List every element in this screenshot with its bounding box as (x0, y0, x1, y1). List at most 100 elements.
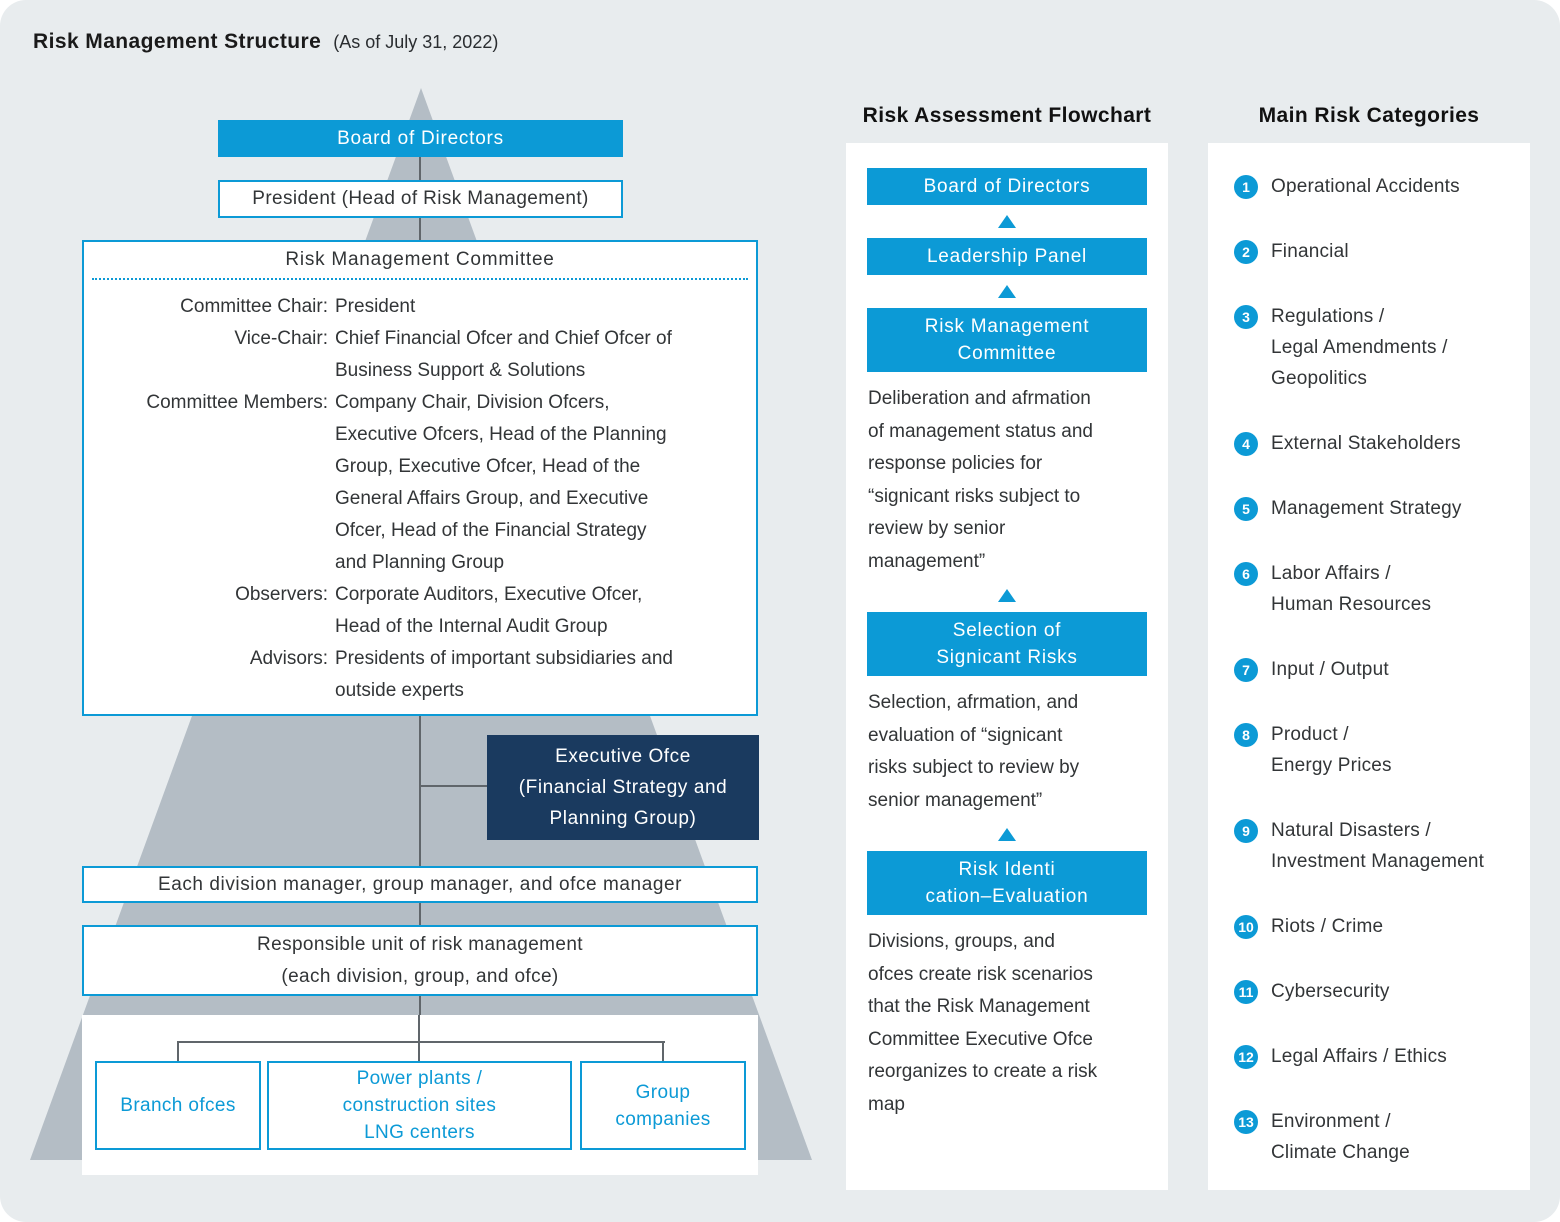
risk-category-label: Riots / Crime (1271, 916, 1384, 937)
board-of-directors-box: Board of Directors (218, 120, 623, 157)
risk-categories-heading: Main Risk Categories (1258, 104, 1480, 127)
connector-line (419, 157, 421, 181)
field-units-panel: Branch ofces Power plants / construction… (82, 1015, 758, 1175)
power-plants-label: Power plants / construction sites LNG ce… (342, 1068, 497, 1143)
risk-category-item: 1 Operational Accidents (1234, 171, 1512, 202)
branch-offices-box: Branch ofces (95, 1061, 261, 1150)
connector-line (419, 715, 421, 867)
risk-category-item: 11 Cybersecurity (1234, 976, 1512, 1007)
risk-category-item: 3 Regulations / Legal Amendments / Geopo… (1234, 301, 1512, 394)
executive-office-box: Executive Ofce (Financial Strategy and P… (487, 735, 759, 840)
flowchart-heading: Risk Assessment Flowchart (862, 104, 1152, 127)
risk-category-label: Management Strategy (1271, 498, 1462, 519)
page-title: Risk Management Structure (33, 30, 322, 53)
power-plants-box: Power plants / construction sites LNG ce… (267, 1061, 572, 1150)
flowchart-step-description: Deliberation and afrmation of management… (868, 388, 1093, 572)
division-managers-label: Each division manager, group manager, an… (157, 873, 683, 895)
arrow-row (867, 215, 1147, 228)
committee-body: Committee Chair: President Vice-Chair: C… (84, 280, 756, 707)
group-companies-box: Group companies (580, 1061, 746, 1150)
risk-category-label: Environment / Climate Change (1271, 1111, 1410, 1163)
risk-category-label: Natural Disasters / Investment Managemen… (1271, 820, 1485, 872)
arrow-row (867, 828, 1147, 841)
connector-line (419, 995, 421, 1016)
committee-row: Advisors: Presidents of important subsid… (90, 643, 746, 707)
up-arrow-icon (998, 589, 1016, 602)
risk-category-label: Regulations / Legal Amendments / Geopoli… (1271, 306, 1448, 389)
risk-category-label: Cybersecurity (1271, 981, 1390, 1002)
committee-row-label: Advisors: (249, 648, 328, 669)
president-box: President (Head of Risk Management) (218, 180, 623, 218)
risk-category-label: Financial (1271, 241, 1349, 262)
connector-line (177, 1041, 179, 1061)
risk-category-number-badge: 6 (1234, 562, 1258, 586)
flowchart-step-box: Risk Management Committee (867, 308, 1147, 372)
committee-row-value: Corporate Auditors, Executive Ofcer, Hea… (335, 584, 643, 637)
risk-category-label: Legal Affairs / Ethics (1271, 1046, 1447, 1067)
risk-category-number-badge: 1 (1234, 175, 1258, 199)
risk-categories-panel: 1 Operational Accidents 2 Financial 3 Re… (1208, 143, 1530, 1190)
committee-row-value: President (335, 296, 416, 317)
risk-category-item: 7 Input / Output (1234, 654, 1512, 685)
up-arrow-icon (998, 215, 1016, 228)
responsible-unit-label: Responsible unit of risk management (eac… (257, 933, 583, 987)
risk-category-label: Labor Affairs / Human Resources (1271, 563, 1432, 615)
risk-category-number-badge: 13 (1234, 1110, 1258, 1134)
risk-category-number-badge: 5 (1234, 497, 1258, 521)
arrow-row (867, 285, 1147, 298)
up-arrow-icon (998, 285, 1016, 298)
committee-row-label: Committee Members: (146, 392, 328, 413)
flowchart-step-description: Selection, afrmation, and evaluation of … (868, 692, 1080, 811)
risk-category-number-badge: 4 (1234, 432, 1258, 456)
committee-row-label: Observers: (235, 584, 328, 605)
committee-row: Committee Members: Company Chair, Divisi… (90, 387, 746, 579)
risk-category-item: 10 Riots / Crime (1234, 911, 1512, 942)
arrow-row (867, 589, 1147, 602)
responsible-unit-box: Responsible unit of risk management (eac… (82, 925, 758, 996)
connector-line (419, 218, 421, 241)
group-companies-label: Group companies (615, 1081, 711, 1130)
risk-category-item: 9 Natural Disasters / Investment Managem… (1234, 815, 1512, 877)
risk-category-item: 6 Labor Affairs / Human Resources (1234, 558, 1512, 620)
risk-category-number-badge: 10 (1234, 915, 1258, 939)
risk-category-label: Operational Accidents (1271, 176, 1460, 197)
flowchart-panel: Board of Directors Leadership Panel Risk… (846, 143, 1168, 1190)
connector-line (419, 902, 421, 926)
committee-title: Risk Management Committee (92, 242, 748, 280)
committee-row-label: Vice-Chair: (234, 328, 328, 349)
connector-line (418, 1015, 420, 1041)
committee-row-label: Committee Chair: (180, 296, 328, 317)
committee-row-value: Company Chair, Division Ofcers, Executiv… (335, 392, 667, 573)
risk-category-item: 12 Legal Affairs / Ethics (1234, 1041, 1512, 1072)
connector-line (662, 1041, 664, 1061)
division-managers-box: Each division manager, group manager, an… (82, 866, 758, 903)
risk-category-number-badge: 9 (1234, 819, 1258, 843)
flowchart-step-box: Risk Identi cation–Evaluation (867, 851, 1147, 915)
connector-line (177, 1041, 665, 1043)
risk-category-number-badge: 8 (1234, 723, 1258, 747)
page-header: Risk Management Structure (As of July 31… (33, 30, 498, 54)
president-label: President (Head of Risk Management) (252, 188, 589, 209)
branch-offices-label: Branch ofces (120, 1095, 236, 1116)
flowchart-step-box: Leadership Panel (867, 238, 1147, 275)
connector-line (420, 785, 488, 787)
risk-category-number-badge: 3 (1234, 305, 1258, 329)
risk-category-item: 4 External Stakeholders (1234, 428, 1512, 459)
risk-category-label: External Stakeholders (1271, 433, 1461, 454)
risk-category-label: Product / Energy Prices (1271, 724, 1392, 776)
risk-category-label: Input / Output (1271, 659, 1389, 680)
risk-category-item: 2 Financial (1234, 236, 1512, 267)
committee-row-value: Presidents of important subsidiaries and… (335, 648, 673, 701)
executive-office-label: Executive Ofce (Financial Strategy and P… (518, 746, 728, 829)
committee-row: Vice-Chair: Chief Financial Ofcer and Ch… (90, 323, 746, 387)
committee-row: Observers: Corporate Auditors, Executive… (90, 579, 746, 643)
flowchart-step-description: Divisions, groups, and ofces create risk… (868, 931, 1098, 1115)
risk-management-committee-box: Risk Management Committee Committee Chai… (82, 240, 758, 716)
page-subtitle: (As of July 31, 2022) (333, 32, 499, 52)
risk-category-number-badge: 2 (1234, 240, 1258, 264)
committee-row: Committee Chair: President (90, 291, 746, 323)
risk-category-item: 8 Product / Energy Prices (1234, 719, 1512, 781)
flowchart-step-box: Selection of Signicant Risks (867, 612, 1147, 676)
risk-category-item: 5 Management Strategy (1234, 493, 1512, 524)
